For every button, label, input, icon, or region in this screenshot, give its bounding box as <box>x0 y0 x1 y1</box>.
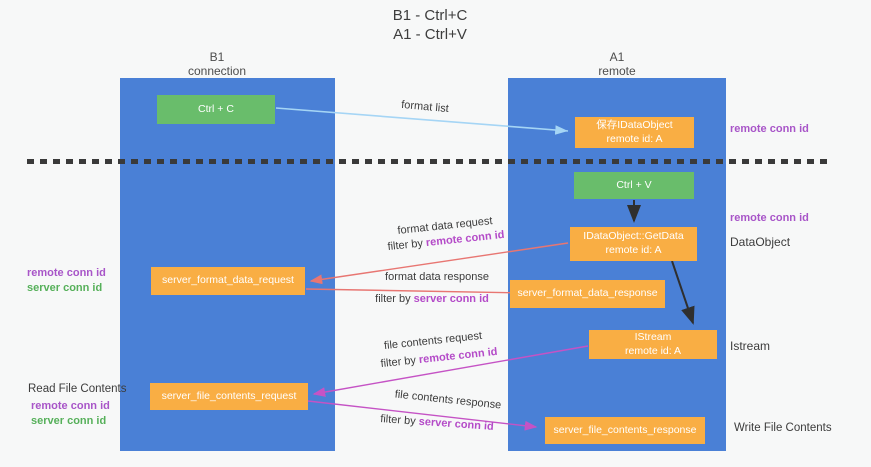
node-getdata-line2: remote id: A <box>605 244 662 256</box>
node-idataobject-getdata: IDataObject::GetData remote id: A <box>570 227 697 261</box>
node-server-file-contents-response: server_file_contents_response <box>545 417 705 444</box>
node-istream-line2: remote id: A <box>624 344 682 357</box>
annotation-remote-conn-id-left1: remote conn id <box>27 267 106 279</box>
annotation-conn-ids-format: remote conn id server conn id <box>27 266 106 296</box>
node-ctrl-c-label: Ctrl + C <box>198 102 234 115</box>
node-server-format-data-response: server_format_data_response <box>510 280 665 308</box>
label-file-contents-response: file contents response <box>394 388 502 412</box>
label-format-data-response: format data response <box>385 271 489 283</box>
annotation-write-file-contents: Write File Contents <box>734 422 832 434</box>
node-save-idataobject-line1: 保存IDataObject <box>596 118 673 131</box>
server-conn-id-accent: server conn id <box>418 415 495 433</box>
node-server-format-data-response-label: server_format_data_response <box>517 287 658 300</box>
node-getdata-line1: IDataObject::GetData <box>583 230 684 243</box>
node-save-idataobject-line2: remote id: A <box>606 132 663 145</box>
node-ctrl-c: Ctrl + C <box>157 95 275 124</box>
lane-a1-role: remote <box>598 64 636 78</box>
annotation-remote-conn-id-left2: remote conn id <box>31 400 110 412</box>
annotation-read-file-contents: Read File Contents <box>28 383 127 395</box>
node-server-file-contents-response-label: server_file_contents_response <box>553 423 697 436</box>
node-server-format-data-request: server_format_data_request <box>151 267 305 295</box>
annotation-remote-conn-id-mid: remote conn id <box>730 212 809 224</box>
lane-b1-role: connection <box>187 64 247 78</box>
remote-conn-id-accent: remote conn id <box>418 345 498 367</box>
annotation-remote-conn-id-top: remote conn id <box>730 123 809 135</box>
annotation-dataobject: DataObject <box>730 235 791 249</box>
label-filter-server-conn-id-2: filter by server conn id <box>379 413 495 433</box>
annotation-server-conn-id-left2: server conn id <box>31 415 107 427</box>
annotation-server-conn-id-left1: server conn id <box>27 282 103 294</box>
phase-separator-line <box>27 159 830 164</box>
node-ctrl-v: Ctrl + V <box>574 172 694 199</box>
node-istream-line1: IStream <box>634 330 672 343</box>
node-save-idataobject: 保存IDataObject remote id: A <box>575 117 694 148</box>
title-line-copy: B1 - Ctrl+C <box>392 7 468 24</box>
title-line-paste: A1 - Ctrl+V <box>393 26 467 43</box>
node-istream: IStream remote id: A <box>589 330 717 359</box>
node-server-file-contents-request: server_file_contents_request <box>150 383 308 410</box>
lane-b1-name: B1 <box>209 50 225 64</box>
server-conn-id-accent: server conn id <box>413 293 489 305</box>
diagram-title: B1 - Ctrl+C A1 - Ctrl+V <box>330 6 530 44</box>
lane-a1-name: A1 <box>609 50 625 64</box>
lane-header-b1: B1 connection <box>157 50 277 78</box>
annotation-istream: Istream <box>730 339 771 353</box>
node-server-format-data-request-label: server_format_data_request <box>162 274 294 287</box>
lane-header-a1: A1 remote <box>557 50 677 78</box>
node-ctrl-v-label: Ctrl + V <box>616 178 652 191</box>
annotation-conn-ids-file: remote conn id server conn id <box>31 399 110 429</box>
label-format-list: format list <box>400 98 450 116</box>
node-server-file-contents-request-label: server_file_contents_request <box>161 389 297 402</box>
label-filter-server-conn-id-1: filter by server conn id <box>375 293 489 305</box>
